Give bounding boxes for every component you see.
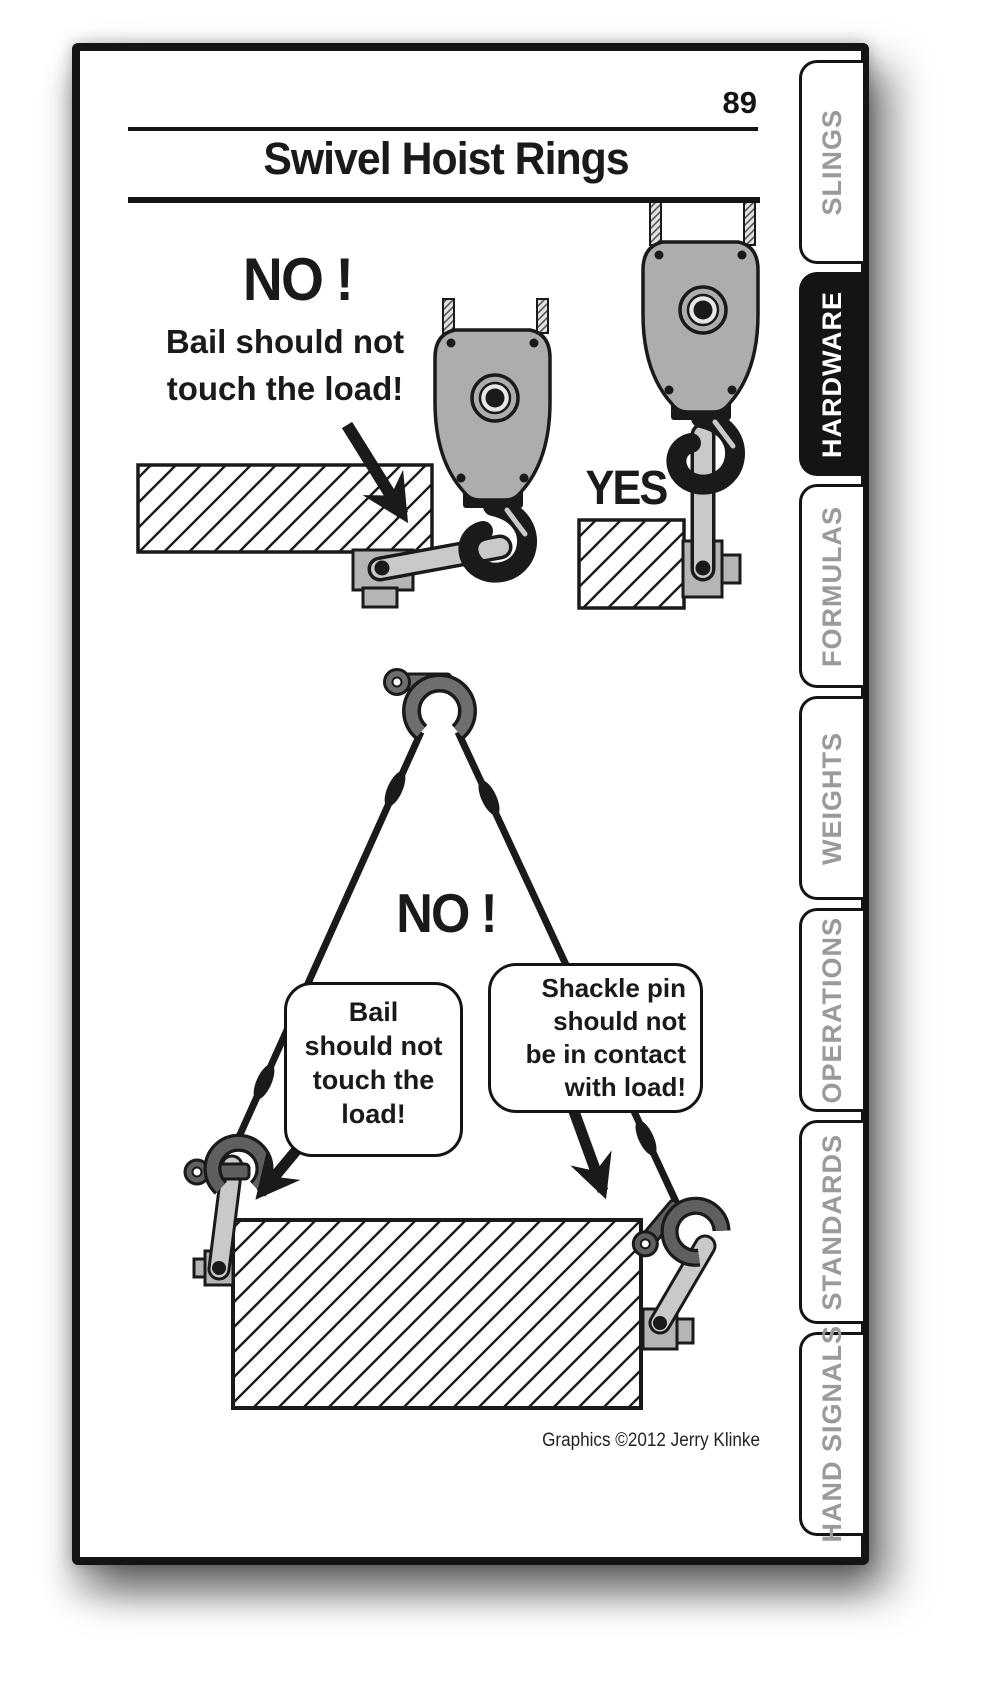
- hoist-ring-upper-diagram: [136, 200, 760, 610]
- pointer-arrow-icon: [566, 1104, 612, 1200]
- swage-fitting: [253, 1064, 275, 1100]
- right-shackle-assembly: [631, 1196, 731, 1351]
- wire-rope-strap: [743, 200, 756, 246]
- tab-hardware[interactable]: HARDWARE: [799, 272, 863, 476]
- shackle-sling-lower-diagram: [183, 668, 731, 1410]
- callout-bubble-bail: Bail should not touch the load!: [284, 982, 463, 1157]
- callout-line: should not: [553, 1006, 686, 1036]
- tab-operations[interactable]: OPERATIONS: [799, 908, 863, 1112]
- callout-line: with load!: [564, 1072, 686, 1102]
- wire-rope-strap: [649, 200, 662, 246]
- upper-yes-label: YES: [585, 462, 668, 515]
- tab-hand-signals[interactable]: HAND SIGNALS: [799, 1325, 863, 1543]
- tab-slings[interactable]: SLINGS: [799, 60, 863, 264]
- hoist-ring-bail-tilted: [371, 538, 509, 578]
- wire-rope-strap: [442, 298, 455, 334]
- callout-line: load!: [341, 1099, 406, 1129]
- pointer-arrow-icon: [341, 421, 409, 524]
- page-number: 89: [722, 85, 757, 120]
- tab-hardware-label: HARDWARE: [817, 290, 847, 458]
- swage-fitting: [478, 780, 500, 816]
- callout-line: be in contact: [525, 1039, 686, 1069]
- tab-formulas[interactable]: FORMULAS: [799, 484, 863, 688]
- load-block-no-example: [136, 463, 434, 554]
- tab-formulas-label: FORMULAS: [817, 505, 847, 667]
- header-rule-bottom: [128, 197, 760, 203]
- tab-slings-label: SLINGS: [817, 108, 847, 216]
- callout-line: Shackle pin: [541, 973, 687, 1003]
- callout-line: should not: [304, 1031, 443, 1061]
- callout-bubble-shackle-pin: Shackle pin should not be in contact wit…: [488, 963, 703, 1113]
- pointer-arrow-icon: [255, 1142, 305, 1200]
- shackle-icon: [183, 1133, 274, 1195]
- tab-standards-label: STANDARDS: [817, 1133, 847, 1311]
- tab-hand-signals-label: HAND SIGNALS: [817, 1325, 847, 1543]
- header-rule-top: [128, 127, 758, 131]
- upper-no-caption-line2: touch the load!: [166, 370, 404, 407]
- page-title: Swivel Hoist Rings: [263, 133, 629, 184]
- lower-no-label: NO !: [396, 882, 497, 944]
- tab-operations-label: OPERATIONS: [817, 916, 847, 1104]
- load-block-yes-example: [577, 518, 686, 610]
- shackle-icon: [631, 1196, 731, 1267]
- swage-fitting: [635, 1120, 657, 1156]
- top-shackle-icon: [383, 668, 477, 740]
- tab-weights-label: WEIGHTS: [817, 731, 847, 865]
- load-block-lower: [231, 1218, 643, 1410]
- upper-no-caption-line1: Bail should not: [165, 323, 405, 360]
- callout-line: touch the: [312, 1065, 435, 1095]
- upper-no-label: NO !: [242, 246, 354, 313]
- tab-standards[interactable]: STANDARDS: [799, 1120, 863, 1324]
- hoist-ring-bail: [210, 1157, 241, 1278]
- tab-weights[interactable]: WEIGHTS: [799, 696, 863, 900]
- graphics-credit: Graphics ©2012 Jerry Klinke: [542, 1430, 760, 1451]
- handbook-page: SLINGS HARDWARE FORMULAS WEIGHTS OPERATI…: [72, 43, 869, 1565]
- wire-rope-strap: [536, 298, 549, 334]
- swage-fitting: [384, 771, 406, 807]
- callout-line: Bail: [348, 997, 399, 1027]
